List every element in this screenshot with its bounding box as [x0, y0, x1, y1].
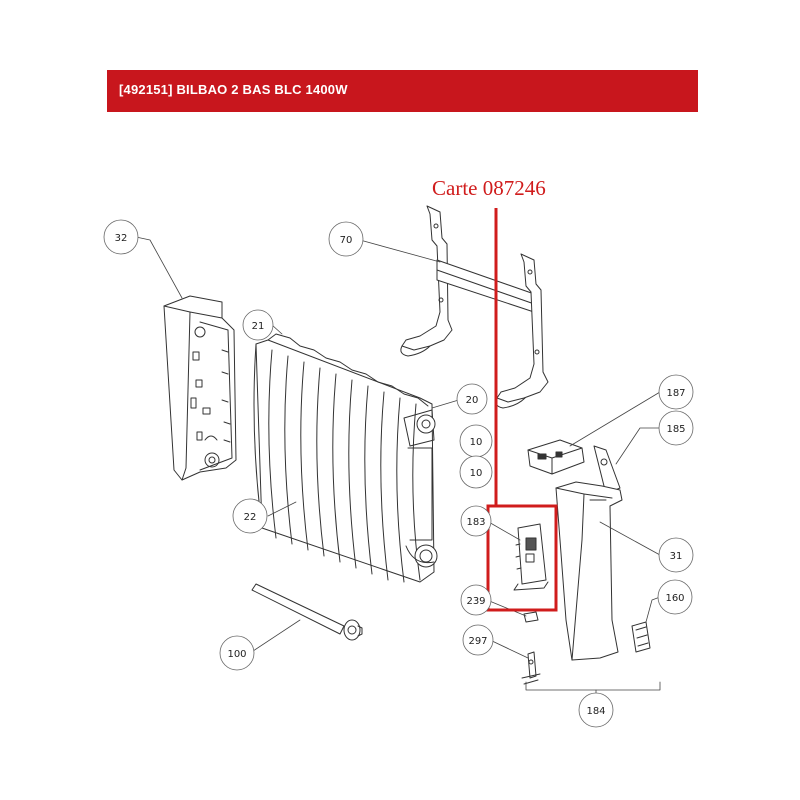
svg-text:183: 183 — [466, 517, 485, 528]
callout-31: 31 — [658, 537, 694, 573]
part-160-connector — [631, 621, 651, 653]
annotation-text: Carte 087246 — [432, 176, 546, 200]
part-31-right-panel — [555, 445, 623, 661]
highlight-box — [486, 504, 558, 612]
svg-text:239: 239 — [466, 596, 485, 607]
part-187-module — [527, 439, 585, 475]
svg-text:70: 70 — [340, 235, 353, 246]
svg-text:10: 10 — [470, 468, 483, 479]
callout-187: 187 — [658, 374, 694, 410]
callout-70: 70 — [328, 221, 364, 257]
svg-text:187: 187 — [666, 388, 685, 399]
leader-lines — [135, 236, 661, 698]
board-highlight: Carte 087246 — [432, 176, 558, 612]
header-bar: [492151] BILBAO 2 BAS BLC 1400W — [107, 70, 698, 112]
callout-21: 21 — [242, 309, 274, 341]
callout-32: 32 — [103, 219, 139, 255]
part-100-heating-element — [251, 583, 363, 641]
part-297-sensor — [521, 651, 541, 685]
callout-10-lower: 10 — [459, 455, 493, 489]
part-70-wall-bracket — [400, 205, 549, 409]
callout-183: 183 — [460, 505, 492, 537]
callout-10-upper: 10 — [459, 424, 493, 458]
svg-text:22: 22 — [244, 512, 257, 523]
svg-text:20: 20 — [466, 395, 479, 406]
callout-100: 100 — [219, 635, 255, 671]
callout-184: 184 — [578, 692, 614, 728]
callout-160: 160 — [657, 579, 693, 615]
svg-text:184: 184 — [586, 706, 605, 717]
part-22-radiator-body — [253, 333, 438, 583]
callouts: 32 70 21 20 187 185 10 10 — [103, 219, 694, 728]
svg-text:100: 100 — [227, 649, 246, 660]
callout-239: 239 — [460, 584, 492, 616]
svg-text:297: 297 — [468, 636, 487, 647]
svg-text:21: 21 — [252, 321, 265, 332]
callout-20: 20 — [456, 383, 488, 415]
callout-297: 297 — [462, 624, 494, 656]
svg-text:10: 10 — [470, 437, 483, 448]
callout-185: 185 — [658, 410, 694, 446]
svg-text:185: 185 — [666, 424, 685, 435]
part-239-clip — [523, 611, 539, 623]
svg-text:32: 32 — [115, 233, 128, 244]
svg-text:160: 160 — [665, 593, 684, 604]
page-title: [492151] BILBAO 2 BAS BLC 1400W — [119, 82, 348, 97]
callout-22: 22 — [232, 498, 268, 534]
part-32-side-panel — [163, 295, 237, 481]
part-183-control-board — [513, 523, 549, 591]
svg-text:31: 31 — [670, 551, 683, 562]
